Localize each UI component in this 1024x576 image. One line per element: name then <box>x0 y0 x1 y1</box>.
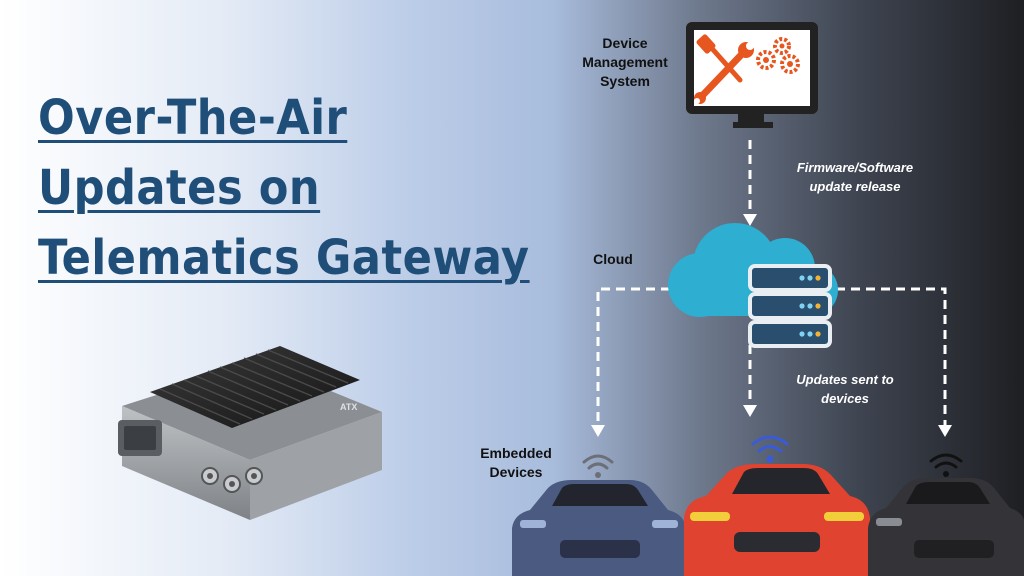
embedded-label-line-1: Embedded <box>480 445 552 461</box>
updates-sent-note: Updates sent to devices <box>778 370 912 408</box>
car-icon <box>512 480 686 576</box>
firmware-note-line-1: Firmware/Software <box>796 160 914 175</box>
arrowhead-middle-car <box>743 405 757 417</box>
arrow-cloud-to-left-car <box>596 287 670 425</box>
gateway-logo: ATX <box>340 402 357 412</box>
firmware-release-note: Firmware/Software update release <box>780 158 930 196</box>
firmware-note-line-2: update release <box>809 179 901 194</box>
updates-note-line-1: Updates sent to <box>796 372 894 387</box>
wrench-screwdriver-icon <box>694 34 754 104</box>
car-icon <box>868 478 1024 576</box>
updates-note-line-2: devices <box>821 391 869 406</box>
dms-label: Device Management System <box>570 34 680 91</box>
title-line-3: Telematics Gateway <box>38 230 530 286</box>
wifi-icon <box>751 435 789 463</box>
server-rack-icon <box>748 264 832 348</box>
dms-label-line-1: Device <box>602 35 648 51</box>
title-line-1: Over-The-Air <box>38 90 348 146</box>
arrowhead-cloud <box>743 214 757 226</box>
title-line-2: Updates on <box>38 160 321 216</box>
arrowhead-left-car <box>591 425 605 437</box>
embedded-devices-label: Embedded Devices <box>468 444 564 482</box>
wifi-icon <box>929 453 963 477</box>
cloud-label: Cloud <box>593 251 633 267</box>
arrowhead-right-car <box>938 425 952 437</box>
dms-label-line-3: System <box>600 73 650 89</box>
dms-label-line-2: Management <box>582 54 668 70</box>
car-icon <box>684 464 870 576</box>
embedded-label-line-2: Devices <box>489 464 543 480</box>
telematics-gateway-image <box>118 346 382 520</box>
arrow-cloud-to-right-car <box>836 287 947 425</box>
gears-icon <box>756 37 800 74</box>
wifi-icon <box>582 454 614 478</box>
